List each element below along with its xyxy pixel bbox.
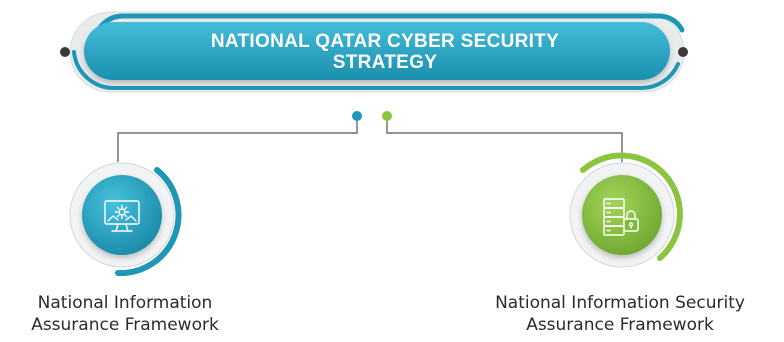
monitor-gear-icon — [104, 200, 140, 232]
connector-dot-green — [382, 111, 392, 121]
header-right-dot — [678, 47, 688, 57]
page-title: NATIONAL QATAR CYBER SECURITY STRATEGY — [211, 31, 559, 73]
node-left-label-line-2: Assurance Framework — [31, 315, 219, 335]
connector-line-right — [386, 121, 623, 162]
server-lock-icon — [603, 198, 639, 236]
node-right-label: National Information Security Assurance … — [460, 292, 780, 336]
title-line-2: STRATEGY — [332, 52, 438, 73]
node-left — [69, 162, 182, 277]
node-left-label-line-1: National Information — [37, 293, 213, 313]
node-right — [569, 152, 683, 268]
connector-line-left — [117, 121, 358, 162]
node-left-accent-arc — [115, 167, 182, 277]
node-right-label-line-2: Assurance Framework — [526, 315, 714, 335]
header-left-dot — [60, 47, 70, 57]
connectors — [117, 111, 623, 162]
header-title: NATIONAL QATAR CYBER SECURITY STRATEGY — [100, 24, 670, 80]
node-right-label-line-1: National Information Security — [495, 293, 745, 313]
header-accent-arc-bottom — [72, 50, 680, 91]
header-pill — [60, 11, 688, 93]
title-line-1: NATIONAL QATAR CYBER SECURITY — [210, 31, 560, 52]
header-inner-pill — [84, 22, 670, 80]
connector-dot-teal — [352, 111, 362, 121]
node-right-accent-arc — [580, 152, 683, 261]
node-left-label: National Information Assurance Framework — [10, 292, 240, 336]
